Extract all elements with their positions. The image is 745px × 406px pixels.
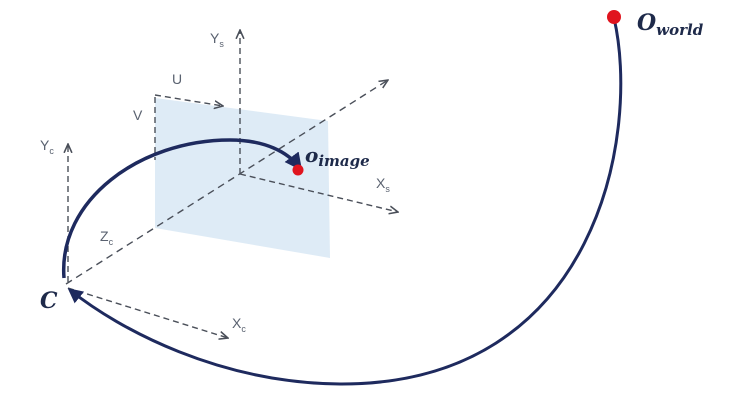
xc-axis <box>67 287 228 338</box>
ys-label: Ys <box>210 30 224 49</box>
image-origin-label: oimage <box>305 143 370 170</box>
yc-label: Yc <box>40 137 54 156</box>
image-u-axis <box>154 94 223 106</box>
world-origin-point <box>607 10 621 24</box>
zc-axis <box>65 80 388 285</box>
image-origin-point <box>292 164 304 176</box>
u-label: U <box>172 71 182 87</box>
xs-axis <box>239 173 398 212</box>
camera-center-label: C <box>40 288 58 314</box>
camera-to-image-curve <box>62 138 303 279</box>
xs-label: Xs <box>376 175 390 194</box>
xc-label: Xc <box>232 315 246 334</box>
zc-label: Zc <box>100 228 114 247</box>
v-label: V <box>133 107 143 123</box>
world-to-camera-curve <box>67 17 623 386</box>
image-plane <box>155 98 330 258</box>
world-origin-label: Oworld <box>637 10 704 39</box>
